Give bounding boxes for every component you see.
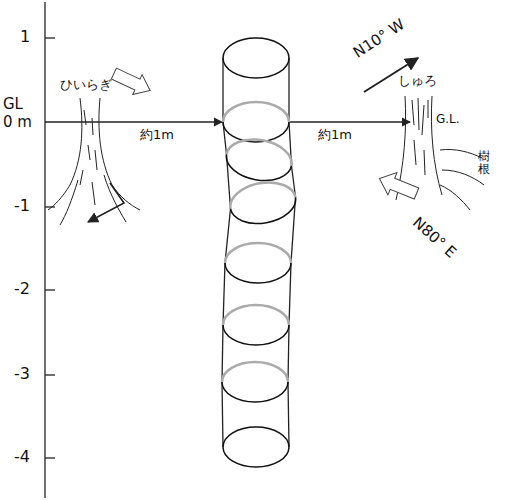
hollow-arrow [109,64,155,101]
core-ring [223,38,289,78]
depth-axis [45,2,55,498]
depth-label: 0 m [3,114,32,131]
core-side [288,58,289,122]
core-ring [222,362,288,402]
core-side [288,382,289,447]
holly-tree [48,98,140,225]
core-ring [223,102,289,142]
distance-label: 約1m [318,128,352,142]
ground-label: G.L. [436,113,460,126]
core-side [288,325,289,382]
direction-arrow [88,183,124,222]
core-ring [225,243,291,283]
distance-label: 約1m [140,128,174,142]
core-ring [227,178,299,229]
depth-label: -2 [14,280,30,298]
core-side [289,263,291,325]
tree-label: しゅろ [398,74,437,88]
hollow-arrow [375,167,421,204]
depth-label: -1 [14,197,30,215]
tree-label: ひいらぎ [60,78,112,92]
core-cylinder [222,38,299,467]
ground-line [45,121,410,122]
core-ring [223,305,289,345]
depth-label: -3 [14,365,30,383]
depth-label: GL [3,96,23,113]
core-ring [223,427,289,467]
core-ring [223,135,295,186]
direction-label: N10° W [351,16,408,61]
core-side [222,325,223,382]
tree-label: 樹根 [478,150,490,176]
depth-label: -4 [14,448,30,466]
depth-label: 1 [20,28,30,46]
core-side [223,263,225,325]
core-side [222,382,223,447]
core-side [222,58,223,122]
direction-label: N80° E [409,214,459,261]
